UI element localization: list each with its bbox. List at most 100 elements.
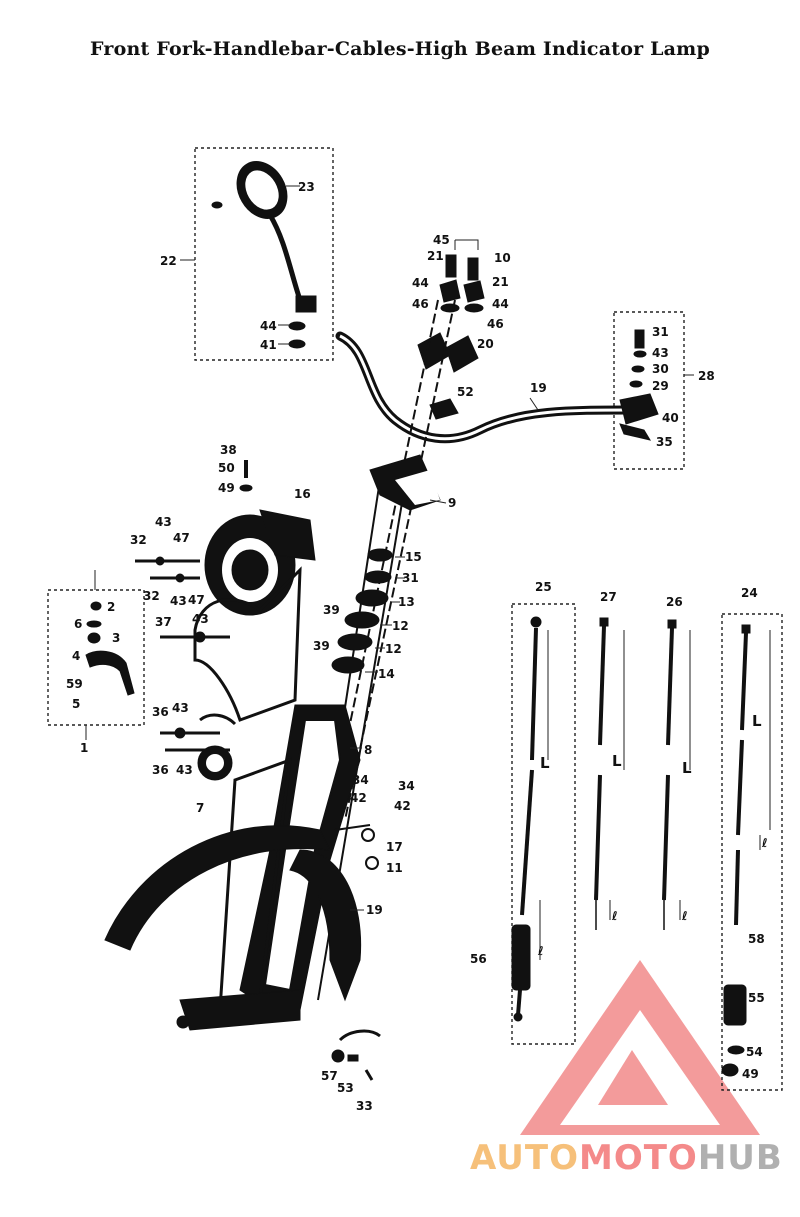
watermark-auto: AUTO [470, 1138, 579, 1178]
part-label-34: 34 [352, 773, 369, 787]
part-label-43b: 43 [155, 515, 172, 529]
length-mark-L-27: L [612, 752, 622, 770]
part-label-43c: 43 [170, 594, 187, 608]
part-label-34b: 34 [398, 779, 415, 793]
part-label-29: 29 [652, 379, 669, 393]
part-label-24: 24 [741, 586, 758, 600]
part-label-13: 13 [398, 595, 415, 609]
part-label-31: 31 [652, 325, 669, 339]
part-label-39: 39 [323, 603, 340, 617]
part-label-30: 30 [652, 362, 669, 376]
part-label-32b: 32 [143, 589, 160, 603]
part-label-21: 21 [427, 249, 444, 263]
part-label-9: 9 [448, 496, 456, 510]
part-label-43f: 43 [176, 763, 193, 777]
bolts [135, 460, 253, 752]
length-mark-l-24: ℓ [761, 836, 768, 850]
part-label-15: 15 [405, 550, 422, 564]
part-label-55: 55 [748, 991, 765, 1005]
part-label-41: 41 [260, 338, 277, 352]
part-label-33: 33 [356, 1099, 373, 1113]
handlebar-clamp-parts [417, 254, 485, 420]
part-label-4: 4 [72, 649, 80, 663]
part-label-49b: 49 [742, 1067, 759, 1081]
part-label-43: 43 [652, 346, 669, 360]
length-mark-l-26: ℓ [681, 909, 688, 923]
part-label-53: 53 [337, 1081, 354, 1095]
front-fender [104, 825, 362, 1031]
part-label-32: 32 [130, 533, 147, 547]
watermark-logo-icon [520, 960, 760, 1135]
indicator-lamp [197, 713, 237, 781]
part-label-26: 26 [666, 595, 683, 609]
cable-24-box [721, 613, 783, 1091]
right-lever-parts [619, 329, 659, 441]
part-label-11: 11 [386, 861, 403, 875]
part-label-12: 12 [392, 619, 409, 633]
part-label-44b: 44 [412, 276, 429, 290]
horn-parts [85, 601, 135, 696]
part-label-44: 44 [260, 319, 277, 333]
part-label-45: 45 [433, 233, 450, 247]
part-label-16: 16 [294, 487, 311, 501]
part-label-40: 40 [662, 411, 679, 425]
watermark-hub: HUB [697, 1138, 783, 1178]
part-label-28: 28 [698, 369, 715, 383]
part-label-25: 25 [535, 580, 552, 594]
part-label-20: 20 [477, 337, 494, 351]
part-label-44c: 44 [492, 297, 509, 311]
part-label-21b: 21 [492, 275, 509, 289]
part-label-52: 52 [457, 385, 474, 399]
part-label-59: 59 [66, 677, 83, 691]
leader-lines [85, 185, 694, 911]
watermark-text: AUTOMOTOHUB [470, 1138, 783, 1178]
part-label-43d: 43 [192, 612, 209, 626]
horn-group-box [47, 589, 145, 726]
part-label-46: 46 [412, 297, 429, 311]
part-label-22: 22 [160, 254, 177, 268]
bearing-ring-stack [331, 548, 393, 674]
part-label-39b: 39 [313, 639, 330, 653]
part-label-6: 6 [74, 617, 82, 631]
cable-26 [662, 619, 677, 930]
part-label-43e: 43 [172, 701, 189, 715]
part-label-50: 50 [218, 461, 235, 475]
part-label-23: 23 [298, 180, 315, 194]
part-label-12b: 12 [385, 642, 402, 656]
part-label-7: 7 [196, 801, 204, 815]
cable-25 [511, 616, 542, 1022]
part-label-1: 1 [80, 741, 88, 755]
part-label-47b: 47 [188, 593, 205, 607]
part-label-3: 3 [112, 631, 120, 645]
length-mark-l-27: ℓ [611, 909, 618, 923]
part-label-37: 37 [155, 615, 172, 629]
cable-25-box [511, 603, 576, 1045]
length-mark-L-24: L [752, 712, 762, 730]
part-label-35: 35 [656, 435, 673, 449]
part-label-56: 56 [470, 952, 487, 966]
part-label-5: 5 [72, 697, 80, 711]
cable-dimension-lines [539, 630, 771, 960]
cable-27 [594, 617, 609, 930]
part-label-19: 19 [530, 381, 547, 395]
part-label-49: 49 [218, 481, 235, 495]
fork-small-parts [331, 824, 381, 1081]
handlebar [335, 331, 635, 444]
watermark-moto: MOTO [578, 1138, 698, 1178]
part-label-14: 14 [378, 667, 395, 681]
part-label-31b: 31 [402, 571, 419, 585]
part-label-38: 38 [220, 443, 237, 457]
length-mark-L-25: L [540, 754, 550, 772]
part-label-10: 10 [494, 251, 511, 265]
length-mark-l-25: ℓ [537, 944, 544, 958]
part-label-42: 42 [350, 791, 367, 805]
part-label-36: 36 [152, 705, 169, 719]
part-label-36b: 36 [152, 763, 169, 777]
part-label-19b: 19 [366, 903, 383, 917]
part-label-46b: 46 [487, 317, 504, 331]
part-number-labels: 23 22 44 41 45 21 10 21 44 44 46 46 20 5… [66, 180, 768, 1113]
lever-group-box [613, 311, 685, 470]
part-label-47: 47 [173, 531, 190, 545]
part-label-42b: 42 [394, 799, 411, 813]
